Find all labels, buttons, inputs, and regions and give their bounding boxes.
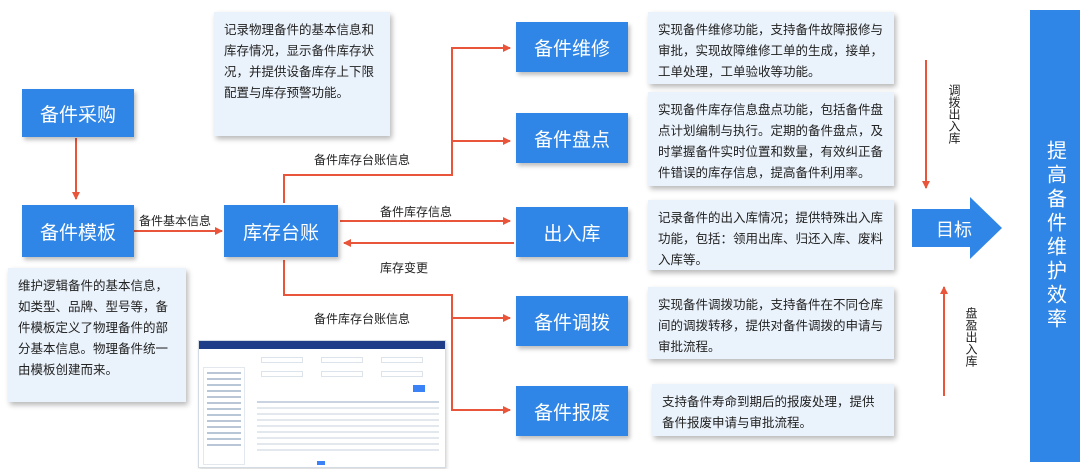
- thumbnail-topbar: [199, 341, 445, 349]
- note-ledger: 记录物理备件的基本信息和库存情况，显示备件库存状况，并提供设备库存上下限配置与库…: [214, 12, 390, 136]
- goal-banner: 提高备件维护效率: [1030, 10, 1080, 462]
- thumbnail-tree: [203, 367, 245, 465]
- thumbnail-button: [413, 385, 425, 392]
- label-ledger-info-top: 备件库存台账信息: [314, 153, 411, 167]
- box-ledger: 库存台账: [224, 205, 338, 257]
- arrow-ledger-scrap: [451, 318, 511, 414]
- thumbnail-table: [257, 397, 439, 459]
- box-inout: 出入库: [516, 207, 628, 257]
- note-inventory: 实现备件库存信息盘点功能，包括备件盘点计划编制与执行。定期的备件盘点，及时掌握备…: [648, 92, 894, 186]
- label-stock-change: 库存变更: [380, 261, 429, 275]
- box-template: 备件模板: [22, 205, 134, 257]
- thumbnail-pagination: [317, 461, 325, 465]
- box-repair: 备件维修: [516, 22, 628, 72]
- note-repair: 实现备件维修功能，支持备件故障报修与审批，实现故障维修工单的生成，接单，工单处理…: [648, 12, 894, 84]
- note-inout: 记录备件的出入库情况；提供特殊出入库功能，包括：领用出库、归还入库、废料入库等。: [648, 200, 894, 270]
- label-ledger-info-bottom: 备件库存台账信息: [314, 312, 411, 326]
- label-stock-info: 备件库存信息: [380, 205, 453, 219]
- box-inventory: 备件盘点: [516, 113, 628, 163]
- target-arrow-shape: [912, 197, 1002, 259]
- box-purchase: 备件采购: [22, 89, 134, 137]
- target-arrow: 目标: [912, 197, 1004, 259]
- label-transfer-inout: 调拨出入库: [947, 84, 961, 144]
- note-scrap: 支持备件寿命到期后的报废处理，提供备件报废申请与审批流程。: [652, 384, 894, 436]
- arrow-ledger-transfer: [283, 260, 511, 322]
- label-basic-info: 备件基本信息: [139, 214, 212, 228]
- label-surplus-inout: 盘盈出入库: [964, 307, 978, 367]
- target-label: 目标: [936, 220, 972, 241]
- note-template: 维护逻辑备件的基本信息，如类型、品牌、型号等，备件模板定义了物理备件的部分基本信…: [8, 268, 186, 402]
- box-scrap: 备件报废: [516, 386, 628, 436]
- ui-screenshot-thumbnail: [198, 340, 446, 468]
- box-transfer: 备件调拨: [516, 296, 628, 346]
- note-transfer: 实现备件调拨功能，支持备件在不同仓库间的调拨转移，提供对备件调拨的申请与审批流程…: [648, 287, 894, 359]
